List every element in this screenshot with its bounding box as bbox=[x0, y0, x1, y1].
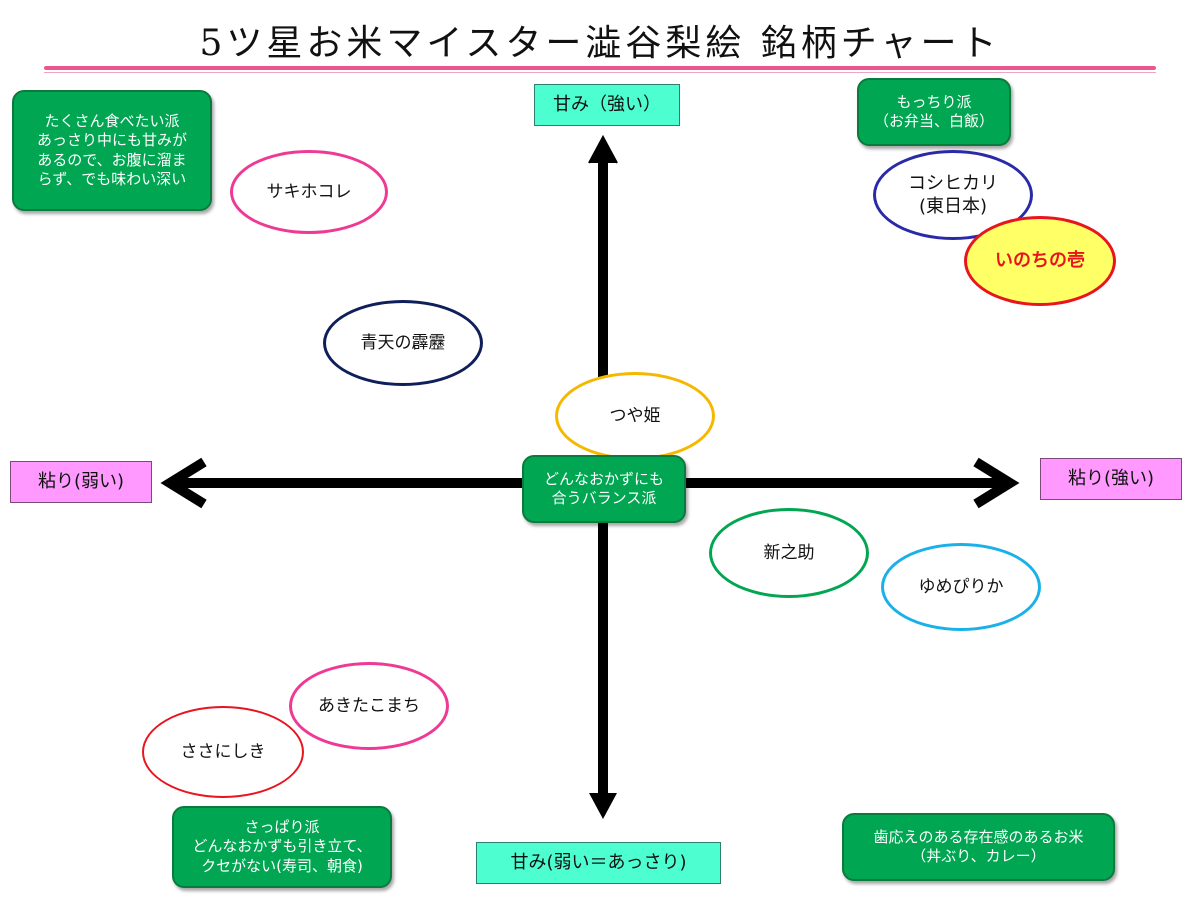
page-title: 5ツ星お米マイスター澁谷梨絵 銘柄チャート bbox=[199, 23, 1001, 64]
axis-label-sticky-strong: 粘り(強い) bbox=[1040, 458, 1182, 500]
variety-sakihokore: サキホコレ bbox=[230, 150, 388, 234]
axis-label-sticky-weak-text: 粘り(弱い) bbox=[37, 471, 125, 493]
axis-label-sweet-strong: 甘み（強い） bbox=[534, 84, 680, 126]
note-top-right: もっちり派 （お弁当、白飯） bbox=[857, 78, 1011, 146]
note-bottom-right-text: 歯応えのある存在感のあるお米 （丼ぶり、カレー） bbox=[873, 827, 1084, 866]
variety-akitakomachi-label: あきたこまち bbox=[318, 695, 420, 716]
note-bottom-left: さっぱり派 どんなおかずも引き立て、 クセがない(寿司、朝食) bbox=[172, 806, 392, 888]
axis-label-sticky-strong-text: 粘り(強い) bbox=[1067, 468, 1155, 490]
variety-seiten-no-hekireki: 青天の霹靂 bbox=[323, 300, 483, 386]
variety-akitakomachi: あきたこまち bbox=[289, 662, 449, 750]
variety-koshihikari: コシヒカリ (東日本) bbox=[873, 150, 1033, 240]
title-underline-thin bbox=[44, 72, 1156, 73]
note-center-text: どんなおかずにも 合うバランス派 bbox=[543, 469, 664, 508]
note-center: どんなおかずにも 合うバランス派 bbox=[522, 455, 686, 523]
up-arrowhead-fill bbox=[589, 137, 617, 163]
axis-label-sweet-weak-text: 甘み(弱い＝あっさり) bbox=[510, 852, 687, 874]
note-top-left-text: たくさん食べたい派 あっさり中にも甘みが あるので、お腹に溜ま らず、でも味わい… bbox=[36, 111, 187, 189]
variety-koshihikari-label: コシヒカリ (東日本) bbox=[908, 172, 998, 217]
axis-label-sweet-weak: 甘み(弱い＝あっさり) bbox=[476, 842, 721, 884]
down-arrowhead bbox=[589, 793, 617, 819]
right-arrowhead bbox=[973, 457, 1020, 509]
variety-inochi-no-ichi: いのちの壱 bbox=[964, 216, 1116, 306]
variety-tsuyahime: つや姫 bbox=[555, 372, 715, 460]
variety-shinnosuke-label: 新之助 bbox=[763, 542, 815, 563]
variety-seiten-label: 青天の霹靂 bbox=[360, 332, 446, 353]
note-bottom-left-text: さっぱり派 どんなおかずも引き立て、 クセがない(寿司、朝食) bbox=[192, 817, 372, 875]
variety-shinnosuke: 新之助 bbox=[709, 508, 869, 598]
variety-tsuyahime-label: つや姫 bbox=[609, 404, 661, 428]
variety-yumepirika-label: ゆめぴりか bbox=[918, 576, 1004, 597]
note-top-left: たくさん食べたい派 あっさり中にも甘みが あるので、お腹に溜ま らず、でも味わい… bbox=[12, 90, 212, 211]
variety-sasanishiki: ささにしき bbox=[142, 706, 304, 798]
title-underline bbox=[44, 66, 1156, 70]
variety-sakihokore-label: サキホコレ bbox=[266, 181, 352, 202]
variety-sasanishiki-label: ささにしき bbox=[180, 741, 266, 762]
left-arrowhead bbox=[160, 457, 207, 509]
axis-label-sticky-weak: 粘り(弱い) bbox=[10, 461, 152, 503]
variety-yumepirika: ゆめぴりか bbox=[881, 543, 1041, 631]
note-bottom-right: 歯応えのある存在感のあるお米 （丼ぶり、カレー） bbox=[842, 813, 1115, 881]
note-top-right-text: もっちり派 （お弁当、白飯） bbox=[873, 92, 994, 131]
axis-label-sweet-strong-text: 甘み（強い） bbox=[553, 94, 661, 116]
variety-inochi-label: いのちの壱 bbox=[995, 250, 1085, 272]
